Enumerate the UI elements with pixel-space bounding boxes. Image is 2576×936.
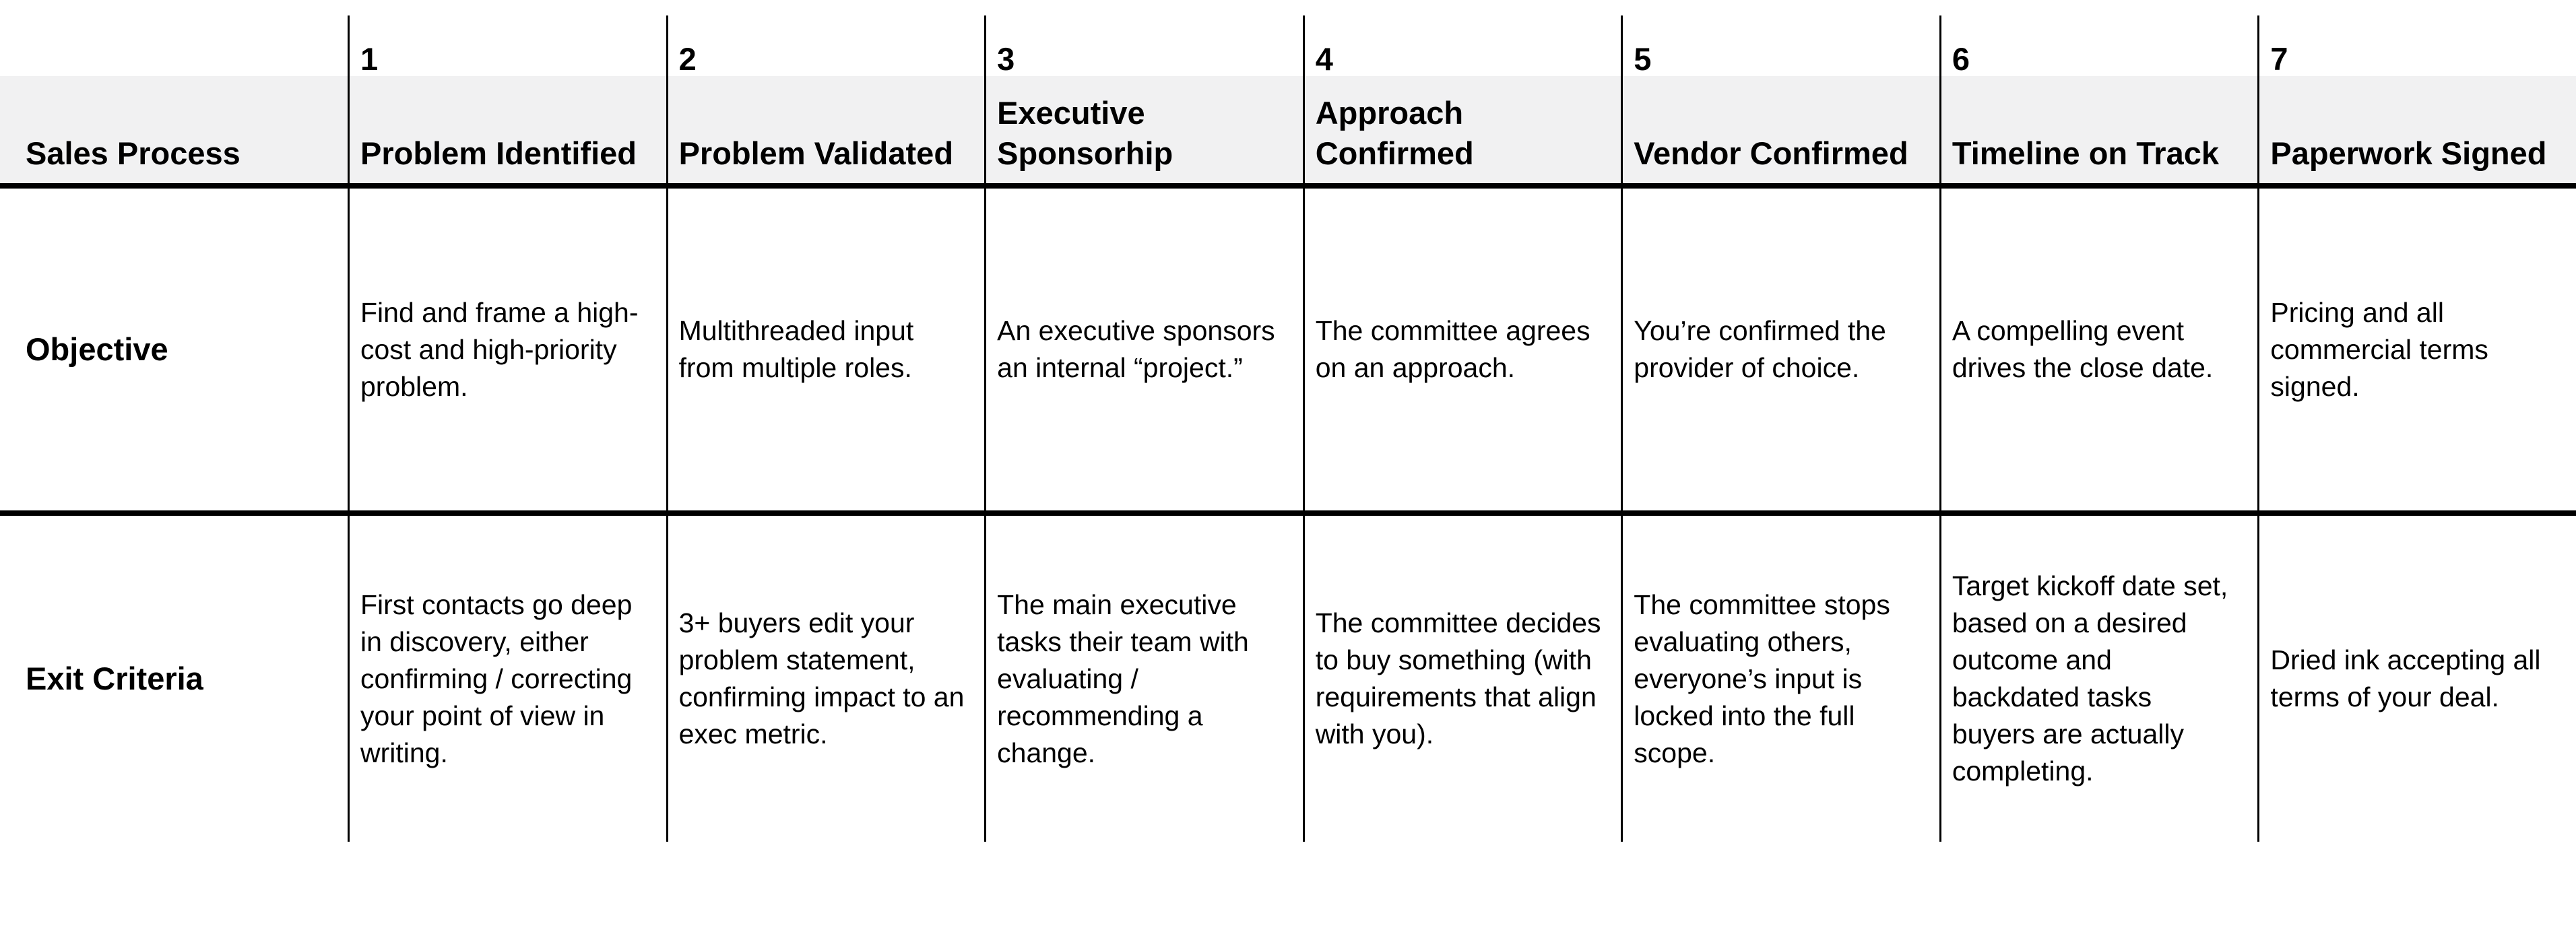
stage-title-paperwork-signed: Paperwork Signed bbox=[2257, 76, 2576, 183]
objective-row: Objective Find and frame a high-cost and… bbox=[0, 189, 2576, 510]
stage-numbers-row: 1 2 3 4 5 6 7 bbox=[0, 15, 2576, 76]
objective-stage-3: An executive sponsors an internal “proje… bbox=[984, 189, 1303, 510]
stage-number-4: 4 bbox=[1302, 15, 1621, 76]
exit-criteria-stage-7: Dried ink accepting all terms of your de… bbox=[2257, 516, 2576, 842]
stage-title-vendor-confirmed: Vendor Confirmed bbox=[1621, 76, 1939, 183]
header-divider-line bbox=[0, 183, 2576, 189]
stage-title-problem-validated: Problem Validated bbox=[666, 76, 985, 183]
stage-title-problem-identified: Problem Identified bbox=[348, 76, 666, 183]
objective-stage-6: A compelling event drives the close date… bbox=[1939, 189, 2258, 510]
exit-criteria-row: Exit Criteria First contacts go deep in … bbox=[0, 516, 2576, 842]
objective-stage-2: Multithreaded input from multiple roles. bbox=[666, 189, 985, 510]
row-label-objective: Objective bbox=[26, 331, 168, 368]
stage-number-7: 7 bbox=[2257, 15, 2576, 76]
stage-number-1: 1 bbox=[348, 15, 666, 76]
stage-number-6: 6 bbox=[1939, 15, 2258, 76]
objective-exit-divider-line bbox=[0, 510, 2576, 516]
exit-criteria-stage-1: First contacts go deep in discovery, eit… bbox=[348, 516, 666, 842]
empty-corner-cell bbox=[0, 15, 348, 76]
stage-number-5: 5 bbox=[1621, 15, 1939, 76]
stage-number-3: 3 bbox=[984, 15, 1303, 76]
row-label-exit-criteria: Exit Criteria bbox=[26, 661, 203, 697]
stage-titles-row: Sales Process Problem Identified Problem… bbox=[0, 76, 2576, 183]
exit-criteria-stage-2: 3+ buyers edit your problem statement, c… bbox=[666, 516, 985, 842]
exit-criteria-stage-4: The committee decides to buy something (… bbox=[1302, 516, 1621, 842]
exit-criteria-stage-5: The committee stops evaluating others, e… bbox=[1621, 516, 1939, 842]
stage-number-2: 2 bbox=[666, 15, 985, 76]
objective-stage-4: The committee agrees on an approach. bbox=[1302, 189, 1621, 510]
stage-title-timeline-on-track: Timeline on Track bbox=[1939, 76, 2258, 183]
stage-title-executive-sponsorship: Executive Sponsorhip bbox=[984, 76, 1303, 183]
row-label-sales-process: Sales Process bbox=[26, 135, 240, 171]
objective-stage-5: You’re confirmed the provider of choice. bbox=[1621, 189, 1939, 510]
exit-criteria-stage-6: Target kickoff date set, based on a desi… bbox=[1939, 516, 2258, 842]
objective-stage-7: Pricing and all commercial terms signed. bbox=[2257, 189, 2576, 510]
objective-stage-1: Find and frame a high-cost and high-prio… bbox=[348, 189, 666, 510]
exit-criteria-stage-3: The main executive tasks their team with… bbox=[984, 516, 1303, 842]
stage-title-approach-confirmed: Approach Confirmed bbox=[1302, 76, 1621, 183]
sales-process-table: 1 2 3 4 5 6 7 Sales Process Problem Iden… bbox=[0, 15, 2576, 842]
